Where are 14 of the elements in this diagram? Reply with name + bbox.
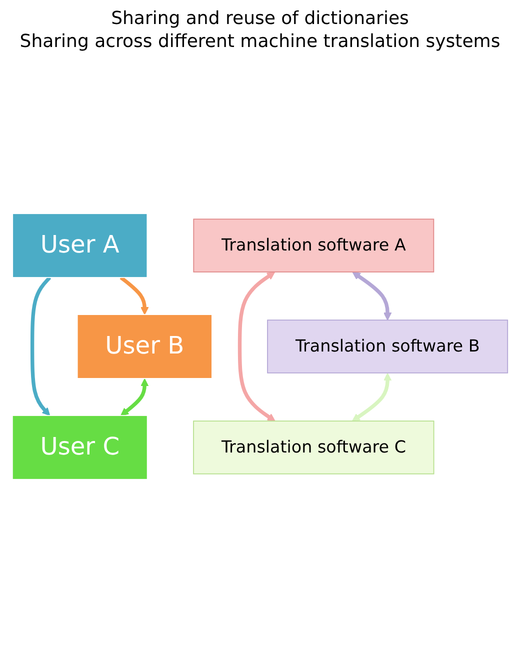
note-text: Sharing and reuse of dictionaries: [110, 8, 410, 29]
node-box: Translation software B: [267, 320, 508, 374]
node-box: User B: [76, 314, 212, 379]
arrow: [120, 378, 149, 416]
node-box: User A: [12, 213, 148, 278]
arrow: [238, 272, 276, 422]
node-box: Translation software C: [193, 420, 434, 474]
note-text: Sharing across different machine translation systems: [18, 31, 502, 52]
arrow: [30, 276, 52, 416]
arrow: [352, 272, 392, 320]
node-box: User C: [12, 415, 148, 480]
arrow: [352, 372, 392, 422]
node-box: Translation software A: [193, 218, 434, 272]
arrow: [120, 276, 149, 315]
